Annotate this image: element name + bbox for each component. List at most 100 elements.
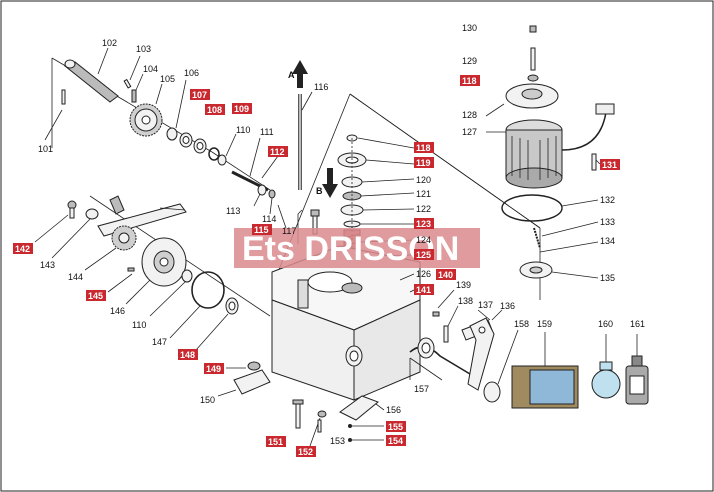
part-112-seal [261,155,279,179]
label-131: 131 [602,160,617,170]
label-110b: 110 [132,320,146,330]
part-131-screw [591,153,601,171]
label-108: 108 [207,105,222,115]
part-145-screw [107,267,135,293]
label-107: 107 [192,90,207,100]
label-157: 157 [414,384,429,394]
part-109-circlip [208,147,220,161]
label-125: 125 [416,250,431,260]
label-148: 148 [180,350,195,360]
label-104: 104 [143,64,158,74]
part-101-pin [44,89,66,141]
label-123: 123 [416,219,431,229]
arrow-a-label: A [288,70,295,80]
label-114: 114 [262,214,276,224]
label-141: 141 [416,285,431,295]
label-119: 119 [416,158,431,168]
label-102: 102 [102,38,117,48]
label-146: 146 [110,306,125,316]
arrow-a [292,60,308,88]
label-154: 154 [388,436,403,446]
arrow-b [322,168,338,198]
label-117: 117 [282,226,296,236]
part-154-screw [348,438,384,442]
part-114-nut [268,189,276,215]
label-133: 133 [600,217,615,227]
part-142-screw [34,200,77,243]
part-110b-washer [149,269,193,317]
label-156: 156 [386,405,401,415]
part-143-washer [51,208,99,259]
label-155: 155 [388,422,403,432]
part-115-screw [277,204,287,229]
label-137: 137 [478,300,493,310]
label-112: 112 [270,147,285,157]
part-148-bearing [195,297,239,351]
label-103: 103 [136,44,151,54]
label-135: 135 [600,273,615,283]
label-121: 121 [416,189,431,199]
label-138: 138 [458,296,473,306]
part-130-screw [529,25,537,33]
label-105: 105 [160,74,175,84]
part-134-pin [539,241,599,253]
part-113-washer [253,184,267,207]
label-127: 127 [462,127,477,137]
label-149: 149 [206,364,221,374]
label-110: 110 [236,125,250,135]
part-118-nut-top [527,74,539,82]
part-156-plate [339,395,385,421]
arrow-b-label: B [316,186,323,196]
part-158-knob [483,329,519,403]
highlight-labels: 107 108 109 112 115 118 119 123 125 118 … [13,75,620,457]
part-150-plate [217,369,271,397]
label-106: 106 [184,68,199,78]
label-160: 160 [598,319,613,329]
part-144-pinion [84,225,137,271]
label-143: 143 [40,260,55,270]
label-161: 161 [630,319,645,329]
part-151-bolt [292,399,304,429]
label-122: 122 [416,204,431,214]
part-106-washer [166,79,187,141]
label-120: 120 [416,175,431,185]
label-145: 145 [88,291,103,301]
part-128-cover [485,83,559,117]
part-108-bearing [193,138,207,154]
label-118b: 118 [462,76,477,86]
part-104-key [131,73,144,103]
label-134: 134 [600,236,615,246]
label-144: 144 [68,272,83,282]
part-146-flange [125,237,187,305]
label-124: 124 [416,235,431,245]
part-161-oil-can [625,334,649,405]
part-132-gasket [501,194,599,222]
part-157-release-shaft [409,337,471,381]
label-118a: 118 [416,143,431,153]
part-160-bottle [591,334,621,399]
label-113: 113 [226,206,240,216]
label-129: 129 [462,56,477,66]
part-110-washer [217,133,237,166]
label-115: 115 [254,225,269,235]
label-130: 130 [462,23,477,33]
part-138-bracket [443,305,459,343]
part-153-screw [317,419,322,433]
part-155-washer [348,424,384,428]
part-135-coupling [519,261,599,279]
label-111: 111 [260,127,274,137]
part-116-vertical-shaft [298,91,313,190]
part-107-bearing [179,132,193,148]
label-140: 140 [438,270,453,280]
part-127-motor [486,103,615,189]
label-158: 158 [514,319,529,329]
label-142: 142 [15,244,30,254]
label-152: 152 [298,447,313,457]
label-153: 153 [330,436,345,446]
label-147: 147 [152,337,167,347]
part-103-pin [123,55,141,89]
label-151: 151 [268,437,283,447]
part-159-oil-box [511,332,579,409]
part-149-nut [226,361,261,371]
